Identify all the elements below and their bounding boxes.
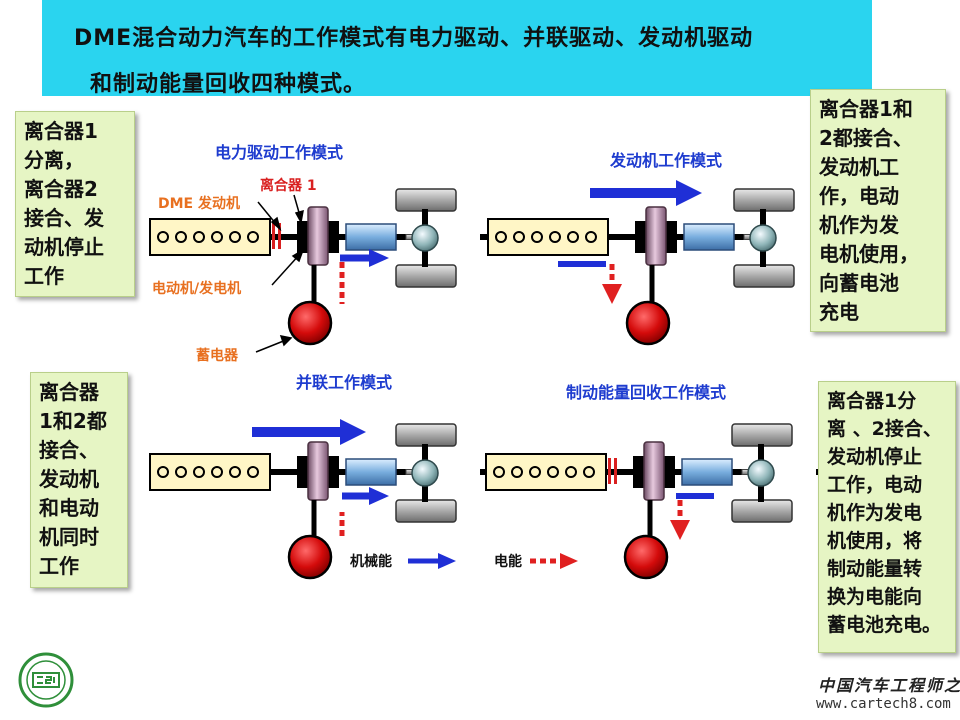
note-line: 机作为发 — [819, 213, 899, 237]
note-line: 1和2都 — [39, 409, 107, 433]
note-line: 离合器2 — [24, 177, 98, 201]
note-line: 发动机停止 — [827, 446, 923, 468]
note-line: 发动机 — [39, 467, 99, 491]
note-line: 向蓄电池 — [819, 271, 899, 295]
note-line: 工作 — [24, 264, 64, 288]
motor-label: 电动机/发电机 — [152, 280, 241, 297]
note-line: 充电 — [819, 300, 859, 324]
note-line: 接合、 — [39, 438, 99, 462]
csi-logo-icon — [18, 652, 74, 708]
clutch1-label: 离合器 1 — [260, 177, 317, 194]
title-banner — [42, 0, 872, 96]
note-line: 离合器1 — [24, 119, 98, 143]
note-line: 蓄电池充电。 — [827, 614, 942, 636]
panel-title-parallel: 并联工作模式 — [296, 373, 392, 392]
drivetrain-electric — [149, 188, 525, 346]
note-engine-mode: 离合器1和 2都接合、 发动机工 作，电动 机作为发 电机使用， 向蓄电池 充电 — [810, 89, 946, 332]
note-line: 接合、发 — [24, 206, 104, 230]
drivetrain-regen — [485, 423, 861, 580]
note-line: 2都接合、 — [819, 126, 913, 150]
note-regen-mode: 离合器1分 离 、2接合、 发动机停止 工作，电动 机作为发电 机使用，将 制动… — [818, 381, 956, 653]
note-line: 工作 — [39, 554, 79, 578]
legend-mechanical-label: 机械能 — [350, 553, 392, 570]
note-line: 作，电动 — [819, 184, 899, 208]
panel-title-regen: 制动能量回收工作模式 — [566, 383, 726, 402]
note-line: 工作，电动 — [827, 474, 923, 496]
drivetrain-parallel — [149, 419, 525, 580]
note-line: 机作为发电 — [827, 502, 923, 524]
note-line: 离合器1分 — [827, 390, 917, 412]
panel-title-engine: 发动机工作模式 — [609, 151, 722, 170]
note-line: 机同时 — [39, 525, 99, 549]
callout-arrows — [255, 194, 305, 353]
watermark-url: www.cartech8.com — [816, 696, 951, 712]
note-line: 离合器1和 — [819, 97, 913, 121]
note-line: 离合器 — [39, 380, 99, 404]
note-line: 离 、2接合、 — [827, 418, 942, 440]
watermark-name: 中国汽车工程师之家 — [818, 676, 960, 695]
legend: 机械能 电能 — [350, 553, 578, 570]
note-electric-mode: 离合器1 分离， 离合器2 接合、发 动机停止 工作 — [15, 111, 135, 297]
panel-title-electric: 电力驱动工作模式 — [215, 143, 343, 162]
note-line: 机使用，将 — [827, 530, 923, 552]
note-line: 分离， — [24, 148, 84, 172]
note-line: 动机停止 — [24, 235, 104, 259]
note-parallel-mode: 离合器 1和2都 接合、 发动机 和电动 机同时 工作 — [30, 372, 128, 588]
note-line: 和电动 — [39, 496, 99, 520]
engine-label: DME 发动机 — [158, 195, 240, 212]
note-line: 换为电能向 — [827, 586, 923, 608]
legend-electrical-label: 电能 — [494, 553, 522, 570]
note-line: 电机使用， — [819, 242, 919, 266]
title-line-2: 和制动能量回收四种模式。 — [90, 72, 367, 97]
drivetrain-engine — [487, 180, 863, 346]
note-line: 发动机工 — [819, 155, 899, 179]
battery-label: 蓄电器 — [196, 347, 239, 364]
note-line: 制动能量转 — [827, 558, 923, 580]
title-line-1: DME混合动力汽车的工作模式有电力驱动、并联驱动、发动机驱动 — [74, 26, 754, 51]
